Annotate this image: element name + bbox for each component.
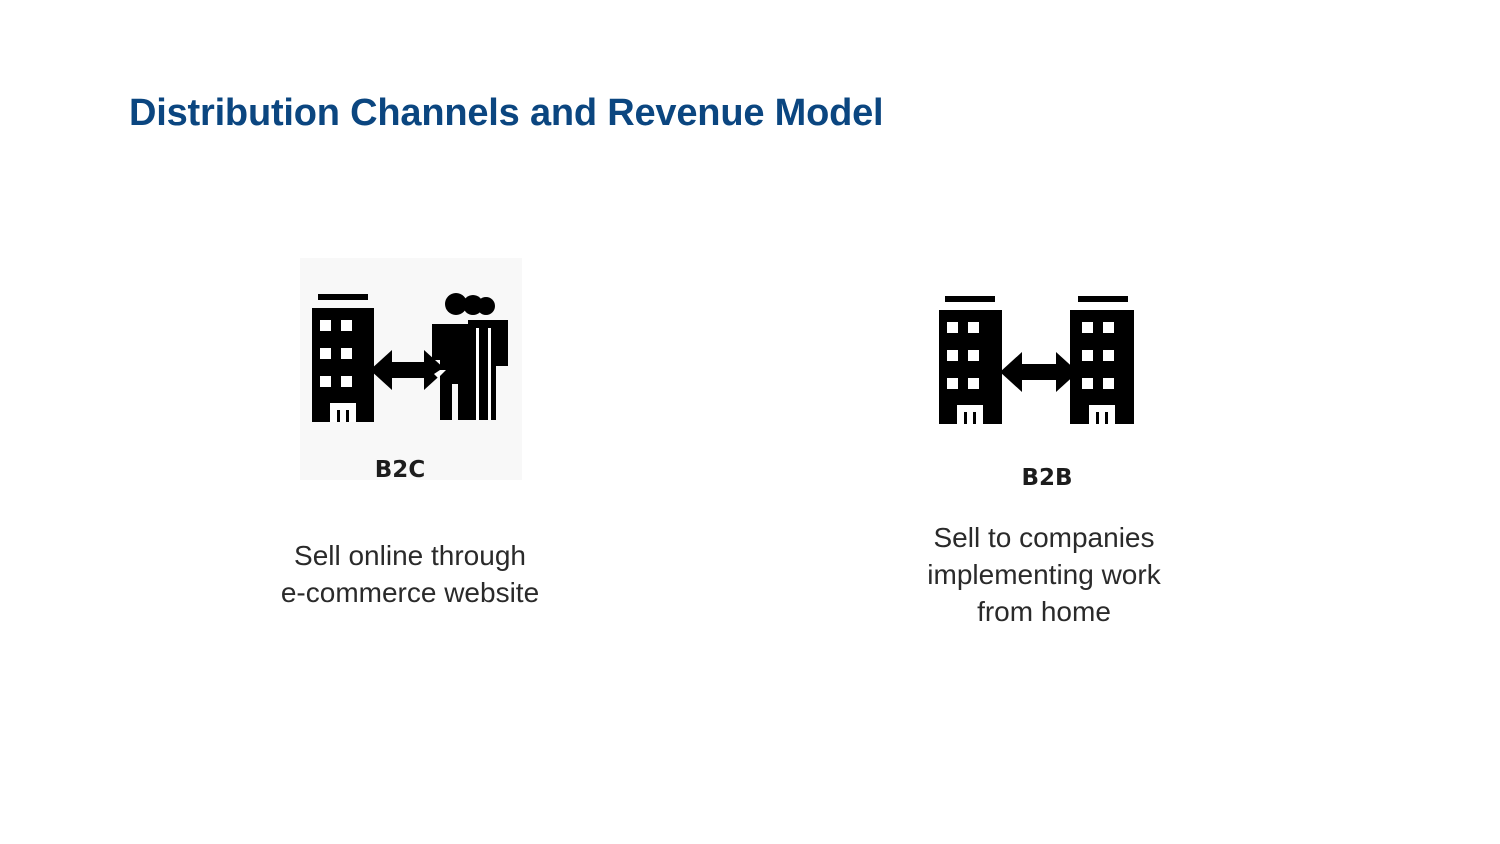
slide-title: Distribution Channels and Revenue Model [129,92,884,134]
b2c-description: Sell online through e-commerce website [280,540,540,608]
building-right-icon [1070,296,1134,424]
double-arrow-icon [370,350,446,390]
b2c-icon-container [300,258,522,480]
b2b-label: B2B [1021,465,1073,491]
building-to-people-icon [312,293,508,422]
building-to-building-icon [939,296,1134,424]
b2b-icon-container [932,290,1138,430]
people-group-icon [432,293,508,420]
building-left-icon [939,296,1002,424]
people-gaps [476,328,491,420]
building-icon [312,294,374,422]
b2c-label: B2C [374,457,426,483]
double-arrow-icon [1000,352,1078,392]
b2b-description: Sell to companies implementing work from… [927,522,1161,627]
